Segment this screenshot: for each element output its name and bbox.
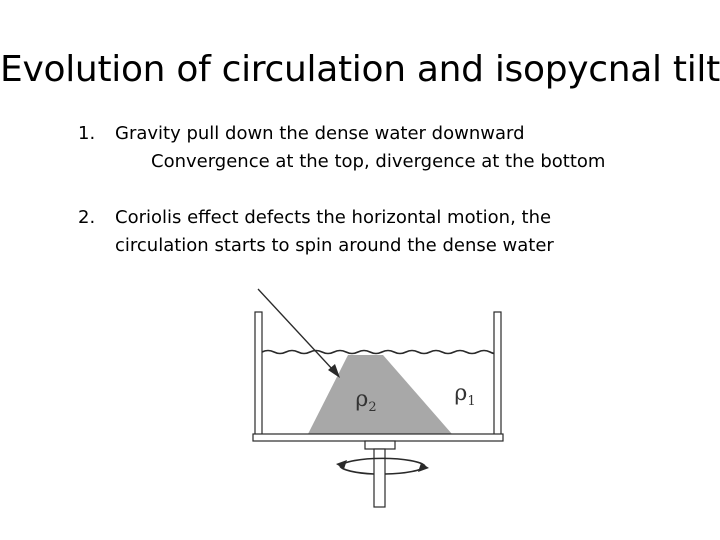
- bullet-text-2-line1: Coriolis effect defects the horizontal m…: [115, 207, 552, 228]
- bullet-number-1: 1.: [78, 123, 96, 144]
- rotating-tank-diagram: ρ2 ρ1: [252, 288, 504, 508]
- bullet-text-1: Gravity pull down the dense water downwa…: [115, 120, 698, 176]
- tank-base: [252, 433, 504, 442]
- pointer-arrow-line: [257, 288, 335, 372]
- rho-light-label: ρ1: [454, 381, 475, 409]
- rho-dense-label: ρ2: [355, 387, 376, 415]
- bullet-text-2-line2: circulation starts to spin around the de…: [115, 235, 554, 256]
- rotation-arrowhead-left: [336, 460, 347, 469]
- bullet-item-1: 1. Gravity pull down the dense water dow…: [78, 120, 698, 176]
- dense-water-cone: [308, 355, 452, 434]
- tank-right-wall: [493, 311, 502, 437]
- bullet-item-2: 2. Coriolis effect defects the horizonta…: [78, 204, 698, 260]
- pointer-arrowhead: [328, 364, 340, 378]
- tank-left-wall: [254, 311, 263, 437]
- bullet-list: 1. Gravity pull down the dense water dow…: [78, 120, 698, 288]
- bullet-text-1-main: Gravity pull down the dense water downwa…: [115, 123, 525, 144]
- rotation-arrowhead-right: [418, 463, 429, 472]
- bullet-text-1-sub: Convergence at the top, divergence at th…: [151, 151, 606, 172]
- bullet-text-2: Coriolis effect defects the horizontal m…: [115, 204, 698, 260]
- turntable-plate: [364, 440, 396, 450]
- bullet-number-2: 2.: [78, 207, 96, 228]
- water-surface-line: [261, 349, 498, 355]
- slide-title: Evolution of circulation and isopycnal t…: [0, 49, 720, 90]
- rotation-shaft: [373, 448, 386, 508]
